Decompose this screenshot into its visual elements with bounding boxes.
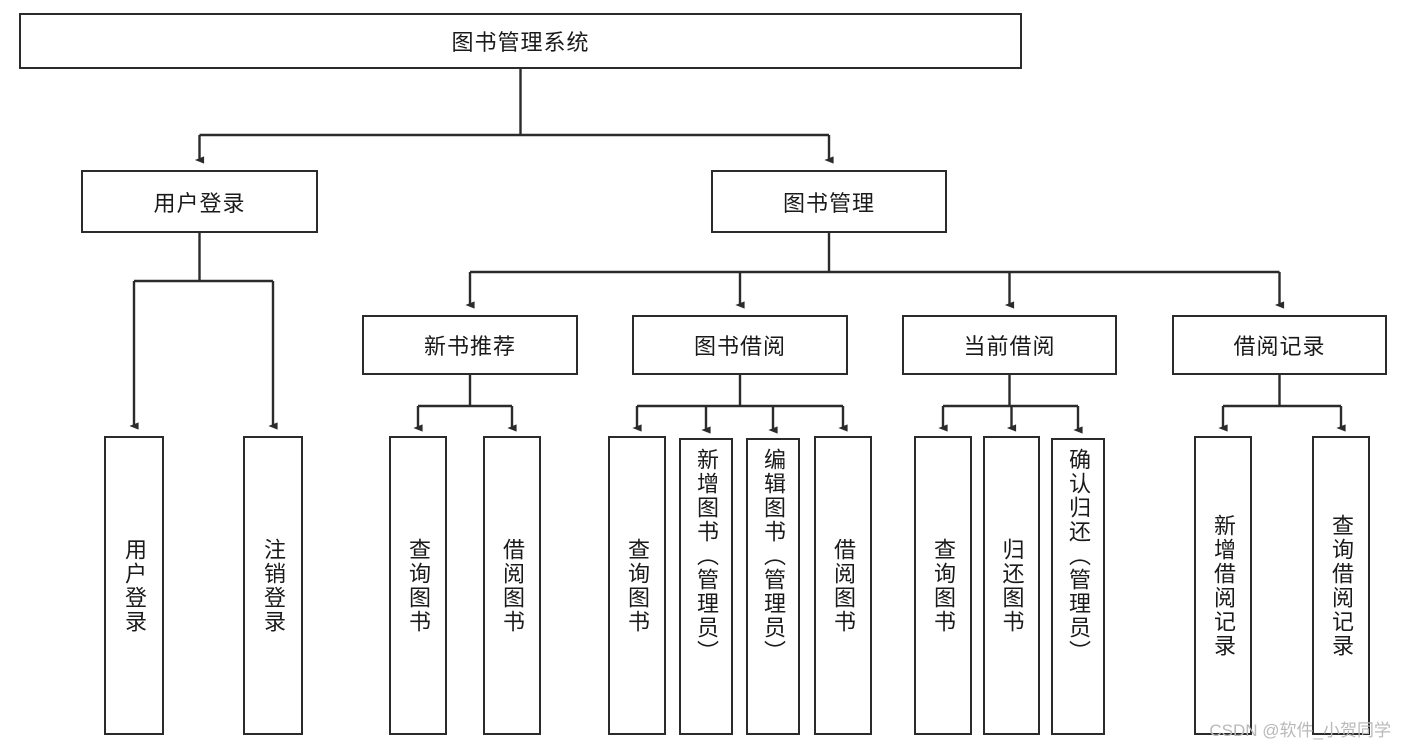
- leaf-borrow-edit-book-admin[interactable]: 编辑图书（管理员）: [746, 438, 800, 735]
- leaf-record-add-record[interactable]: 新增借阅记录: [1194, 436, 1252, 735]
- leaf-newbook-query-book-label: 查询图书: [406, 537, 431, 634]
- leaf-borrow-add-book-admin-label: 新增图书（管理员）: [694, 448, 719, 664]
- leaf-current-confirm-return-admin[interactable]: 确认归还（管理员）: [1051, 438, 1105, 735]
- leaf-newbook-query-book[interactable]: 查询图书: [389, 436, 447, 735]
- node-root-label: 图书管理系统: [451, 30, 590, 55]
- leaf-borrow-lend-book[interactable]: 借阅图书: [814, 436, 872, 735]
- node-user-login-module-label: 用户登录: [153, 190, 246, 216]
- node-current-borrow[interactable]: 当前借阅: [902, 315, 1117, 375]
- node-borrow-record[interactable]: 借阅记录: [1172, 315, 1387, 375]
- leaf-current-query-book[interactable]: 查询图书: [914, 436, 972, 735]
- leaf-borrow-edit-book-admin-label: 编辑图书（管理员）: [761, 448, 786, 664]
- leaf-borrow-lend-book-label: 借阅图书: [831, 537, 856, 634]
- node-user-login-module[interactable]: 用户登录: [81, 170, 318, 233]
- node-book-borrow-label: 图书借阅: [693, 334, 786, 359]
- node-book-borrow[interactable]: 图书借阅: [632, 315, 848, 375]
- node-new-book-recommend[interactable]: 新书推荐: [362, 315, 578, 375]
- csdn-watermark: CSDN @软件_小贺同学: [1209, 721, 1391, 740]
- leaf-user-login-label: 用户登录: [122, 537, 147, 634]
- leaf-current-query-book-label: 查询图书: [931, 537, 956, 634]
- leaf-newbook-borrow-book[interactable]: 借阅图书: [483, 436, 541, 735]
- leaf-newbook-borrow-book-label: 借阅图书: [500, 537, 525, 634]
- leaf-user-logout[interactable]: 注销登录: [243, 436, 303, 735]
- leaf-borrow-add-book-admin[interactable]: 新增图书（管理员）: [679, 438, 733, 735]
- leaf-record-query-record-label: 查询借阅记录: [1329, 513, 1354, 658]
- leaf-user-login[interactable]: 用户登录: [104, 436, 164, 735]
- leaf-borrow-query-book[interactable]: 查询图书: [608, 436, 666, 735]
- node-book-management-module[interactable]: 图书管理: [711, 170, 947, 233]
- leaf-borrow-query-book-label: 查询图书: [625, 537, 650, 634]
- leaf-record-add-record-label: 新增借阅记录: [1211, 513, 1236, 658]
- leaf-record-query-record[interactable]: 查询借阅记录: [1312, 436, 1370, 735]
- leaf-current-return-book[interactable]: 归还图书: [983, 436, 1040, 735]
- leaf-current-confirm-return-admin-label: 确认归还（管理员）: [1066, 448, 1091, 664]
- leaf-current-return-book-label: 归还图书: [999, 537, 1025, 634]
- node-book-management-module-label: 图书管理: [782, 190, 875, 216]
- node-new-book-recommend-label: 新书推荐: [423, 334, 516, 359]
- node-root[interactable]: 图书管理系统: [19, 13, 1022, 69]
- node-borrow-record-label: 借阅记录: [1233, 334, 1326, 359]
- node-current-borrow-label: 当前借阅: [963, 334, 1056, 359]
- leaf-user-logout-label: 注销登录: [261, 537, 286, 634]
